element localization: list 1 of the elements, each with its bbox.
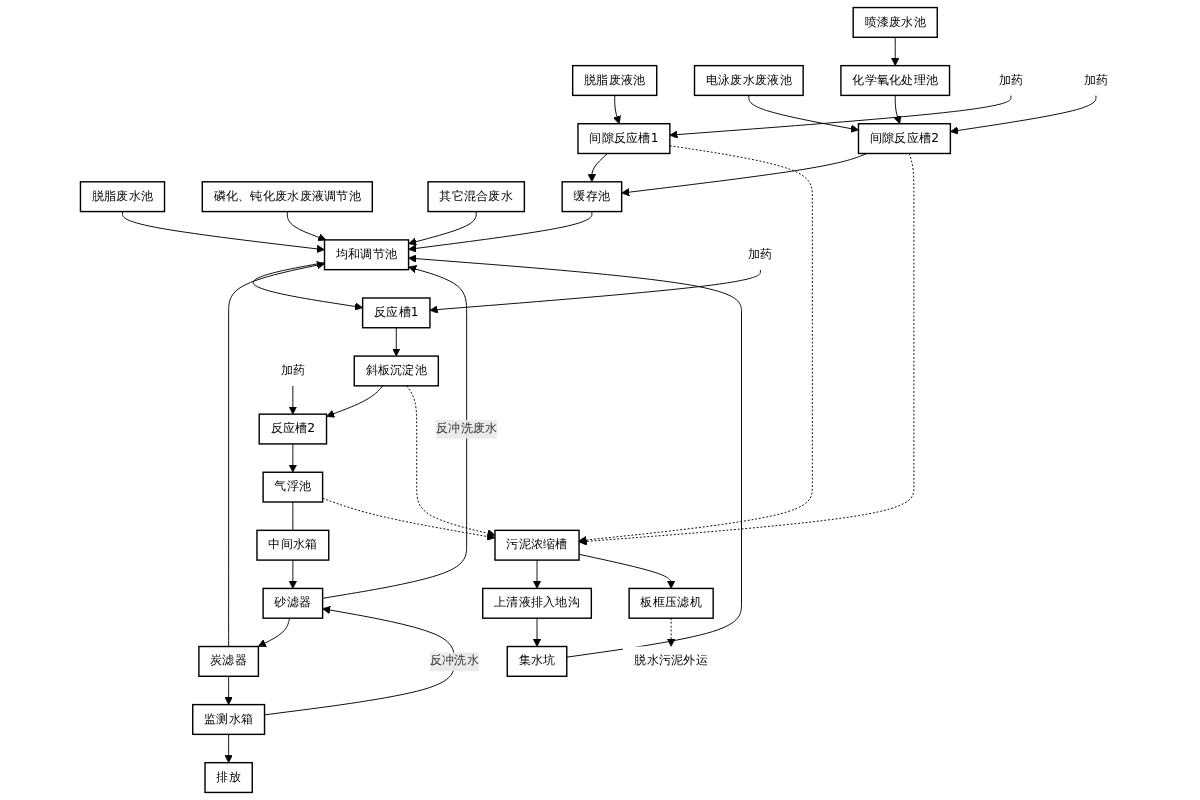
connector (292, 501, 294, 531)
